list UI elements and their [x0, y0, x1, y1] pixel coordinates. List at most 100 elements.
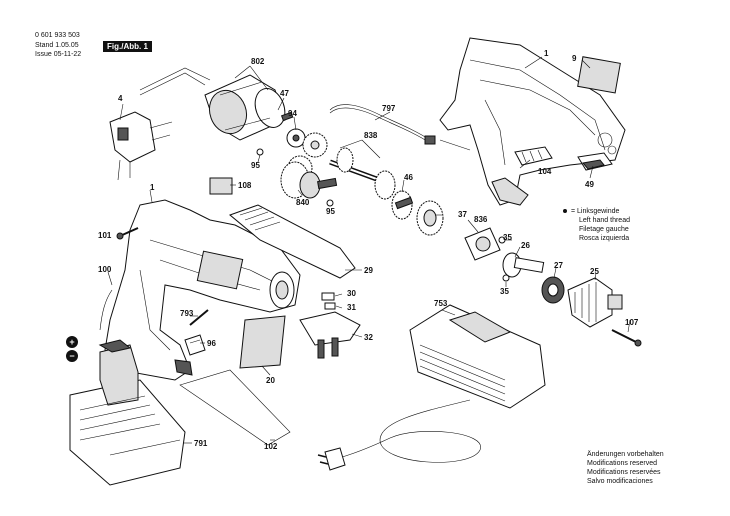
motor-part [204, 74, 294, 141]
ring-27-part [541, 276, 565, 304]
contact-96-part [184, 334, 206, 356]
wrist-strap-part [329, 104, 436, 145]
legend-equals: = [570, 208, 576, 215]
housing-half-part [439, 37, 626, 206]
callout-37: 37 [458, 210, 467, 219]
chuck-screw-part [611, 329, 642, 347]
battery-latch-part [299, 311, 361, 359]
note-fr: Modifications reservées [587, 469, 661, 476]
callout-104: 104 [538, 167, 552, 176]
callout-102: 102 [264, 442, 278, 451]
callout-96: 96 [207, 339, 216, 348]
issue-value: 05-11-22 [53, 51, 82, 58]
callout-793: 793 [180, 309, 194, 318]
callout-labels: 1 9 802 4 47 94 797 838 95 108 840 95 46… [98, 49, 639, 451]
callout-9: 9 [572, 54, 577, 63]
planet-gear-part [302, 132, 328, 158]
switch-contact-part [514, 146, 553, 166]
bearing-plate-part [464, 227, 501, 261]
callout-1-body: 1 [150, 183, 155, 192]
note-es: Salvo modificaciones [587, 478, 653, 485]
callout-29: 29 [364, 266, 373, 275]
callout-1-top: 1 [544, 49, 549, 58]
gear-carrier-part [280, 161, 338, 199]
note-en: Modifications reserved [587, 460, 658, 467]
callout-4: 4 [118, 94, 123, 103]
gear-46-part [391, 190, 414, 220]
latch-30-part [321, 292, 335, 301]
plus-terminal-icon: + [66, 336, 78, 348]
callout-35a: 35 [503, 233, 512, 242]
motor-wire-2-part [139, 72, 206, 96]
doc-number: 0 601 933 503 [35, 32, 80, 39]
gear-37-part [416, 200, 444, 236]
spring-31-part [324, 302, 336, 310]
callout-32: 32 [364, 333, 373, 342]
direction-switch-part [577, 152, 613, 171]
callout-101: 101 [98, 231, 112, 240]
thread-legend: = Linksgewinde Left hand thread Filetage… [563, 207, 630, 243]
rubber-block-part [209, 177, 233, 195]
housing-body-part [104, 199, 301, 381]
screw-793-part [189, 309, 209, 326]
callout-25: 25 [590, 267, 599, 276]
charger-part [409, 304, 546, 409]
callout-95a: 95 [251, 161, 260, 170]
washer-95-part [256, 148, 264, 156]
switch-module-part [109, 111, 173, 181]
minus-terminal-icon: − [66, 350, 78, 362]
legend-line-1: = Linksgewinde [563, 207, 630, 216]
motor-wire-part [139, 67, 211, 91]
issue-line: Issue 05-11-22 [35, 50, 81, 59]
callout-838: 838 [364, 131, 378, 140]
callout-797: 797 [382, 104, 396, 113]
battery-pack-part [69, 339, 186, 486]
frame-102-part [179, 369, 291, 446]
legend-text-fr: Filetage gauche [579, 226, 629, 233]
callout-35b: 35 [500, 287, 509, 296]
power-cord-part [329, 399, 481, 463]
clutch-part [502, 252, 545, 278]
note-de: Änderungen vorbehalten [587, 451, 664, 458]
spindle-part [329, 147, 396, 200]
svg-text:−: − [69, 351, 74, 361]
callout-26: 26 [521, 241, 530, 250]
label-plate-part [577, 56, 621, 94]
callout-95b: 95 [326, 207, 335, 216]
legend-text-en: Left hand thread [579, 217, 630, 224]
callout-753: 753 [434, 299, 448, 308]
legend-text-de: Linksgewinde [577, 208, 620, 215]
modification-notes: Änderungen vorbehalten Modifications res… [587, 450, 664, 486]
callout-31: 31 [347, 303, 356, 312]
figure-label: Fig./Abb. 1 [103, 41, 152, 52]
pad-20-part [239, 315, 286, 369]
callout-47: 47 [280, 89, 289, 98]
callout-107: 107 [625, 318, 639, 327]
cable-100-part [99, 289, 113, 331]
callout-791: 791 [194, 439, 208, 448]
leader-lines [107, 56, 631, 444]
stand-label: Stand [35, 42, 54, 49]
callout-49: 49 [585, 180, 594, 189]
issue-label: Issue [35, 51, 52, 58]
callout-108: 108 [238, 181, 252, 190]
callout-27: 27 [554, 261, 563, 270]
svg-text:+: + [69, 337, 74, 347]
drill-chuck-part [567, 277, 623, 328]
cover-shell-part [229, 204, 356, 279]
gear-small-part [286, 128, 306, 148]
screw-101-part [116, 227, 139, 240]
callout-94: 94 [288, 109, 297, 118]
callout-20: 20 [266, 376, 275, 385]
callout-30: 30 [347, 289, 356, 298]
legend-dot-icon [563, 209, 567, 213]
plug-part [317, 447, 346, 471]
callout-836: 836 [474, 215, 488, 224]
callout-46: 46 [404, 173, 413, 182]
washer-35b-part [502, 274, 510, 282]
callout-840: 840 [296, 198, 310, 207]
legend-text-es: Rosca izquierda [579, 235, 630, 242]
callout-802: 802 [251, 57, 265, 66]
